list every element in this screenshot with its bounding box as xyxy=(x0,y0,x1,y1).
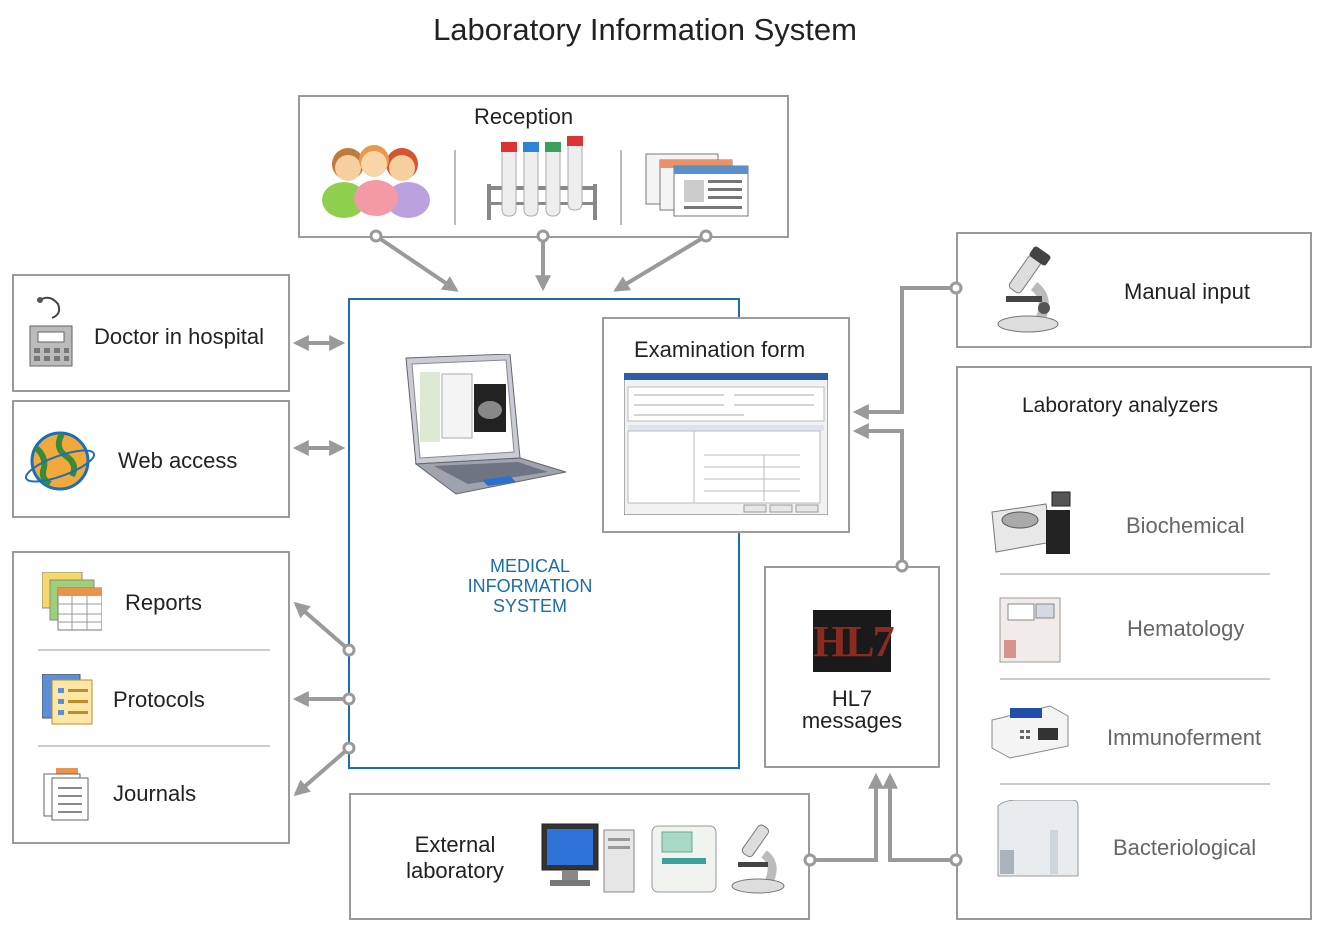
bacteriological-analyzer-icon xyxy=(997,800,1079,877)
analyzer-immunoferment-label: Immunoferment xyxy=(1107,725,1262,750)
hematology-analyzer-icon xyxy=(999,597,1061,663)
hospital-icon xyxy=(29,296,73,367)
external-lab-label: External laboratory xyxy=(406,832,504,883)
analyzers-title: Laboratory analyzers xyxy=(1022,394,1219,417)
immunoferment-analyzer-icon xyxy=(991,705,1069,759)
laptop-icon xyxy=(405,354,567,495)
manual-input-label: Manual input xyxy=(1124,279,1250,304)
examination-form-label: Examination form xyxy=(634,337,806,362)
external-analyzer-icon xyxy=(651,825,717,893)
computer-icon xyxy=(541,823,635,893)
reports-icon xyxy=(42,572,102,631)
protocols-icon xyxy=(42,674,93,725)
globe-icon xyxy=(24,431,96,491)
analyzer-bacteriological-label: Bacteriological xyxy=(1113,835,1257,860)
biochemical-analyzer-icon xyxy=(991,491,1071,554)
analyzer-hematology-label: Hematology xyxy=(1127,616,1245,641)
hl7-logo-text: HL7 xyxy=(813,617,895,666)
journals-icon xyxy=(43,768,89,821)
doctor-label: Doctor in hospital xyxy=(94,324,264,349)
test-tubes-icon xyxy=(487,136,597,220)
mis-label: MEDICAL INFORMATION SYSTEM xyxy=(467,556,593,616)
hl7-messages-label: HL7 messages xyxy=(801,686,903,733)
forms-icon xyxy=(645,153,749,217)
diagram-title: Laboratory Information System xyxy=(433,12,857,47)
external-microscope-icon xyxy=(731,824,785,894)
hl7-logo: HL7 xyxy=(813,610,895,672)
protocols-label: Protocols xyxy=(113,687,205,712)
reports-label: Reports xyxy=(125,590,203,615)
microscope-icon xyxy=(997,246,1059,333)
web-access-label: Web access xyxy=(118,448,238,473)
analyzer-biochemical-label: Biochemical xyxy=(1126,513,1245,538)
reception-label: Reception xyxy=(474,104,574,129)
examination-form-screenshot xyxy=(624,373,828,515)
patients-icon xyxy=(322,145,430,218)
journals-label: Journals xyxy=(113,781,197,806)
